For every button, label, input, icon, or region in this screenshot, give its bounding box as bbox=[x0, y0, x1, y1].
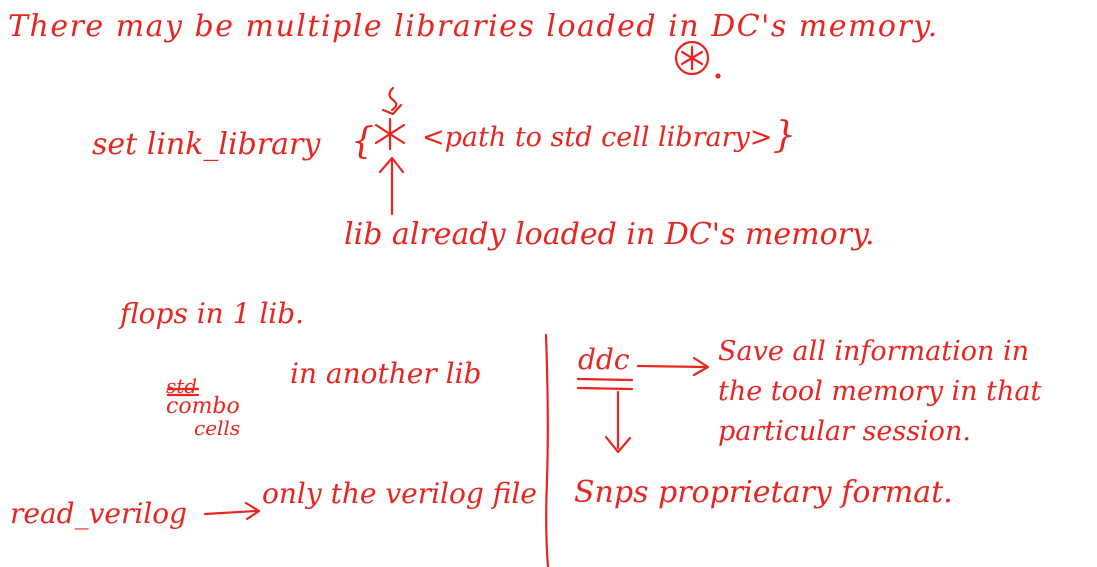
open-brace: { bbox=[351, 121, 374, 162]
ddc-underline bbox=[576, 377, 634, 391]
right-arrow-icon bbox=[203, 501, 261, 521]
note-multiple-libraries: There may be multiple libraries loaded i… bbox=[8, 9, 939, 44]
note-std: std bbox=[166, 374, 198, 398]
note-path-to-library: <path to std cell library> bbox=[422, 122, 773, 153]
vertical-divider-line bbox=[544, 333, 550, 567]
note-only-verilog-file: only the verilog file bbox=[262, 477, 537, 510]
note-save-info-line1: Save all information in bbox=[718, 336, 1029, 367]
std-strikethrough bbox=[166, 387, 200, 397]
asterisk-icon bbox=[374, 117, 406, 151]
note-snps-proprietary: Snps proprietary format. bbox=[574, 475, 953, 510]
note-lib-already-loaded: lib already loaded in DC's memory. bbox=[344, 217, 875, 252]
note-another-lib: in another lib bbox=[290, 357, 482, 390]
down-arrow-icon bbox=[604, 390, 632, 454]
note-save-info-line2: the tool memory in that bbox=[718, 376, 1042, 407]
note-set-link-library: set link_library bbox=[92, 127, 321, 162]
up-arrow-icon bbox=[378, 156, 405, 216]
note-combo: combo bbox=[166, 394, 240, 419]
down-arrow-icon bbox=[381, 86, 403, 116]
note-cells: cells bbox=[194, 416, 241, 440]
circled-asterisk-icon bbox=[674, 40, 721, 79]
close-brace: } bbox=[773, 115, 796, 156]
note-read-verilog: read_verilog bbox=[10, 497, 188, 530]
note-ddc: ddc bbox=[578, 343, 630, 376]
note-save-info-line3: particular session. bbox=[718, 416, 971, 447]
note-flops: flops in 1 lib. bbox=[120, 297, 305, 330]
right-arrow-icon bbox=[636, 356, 710, 377]
